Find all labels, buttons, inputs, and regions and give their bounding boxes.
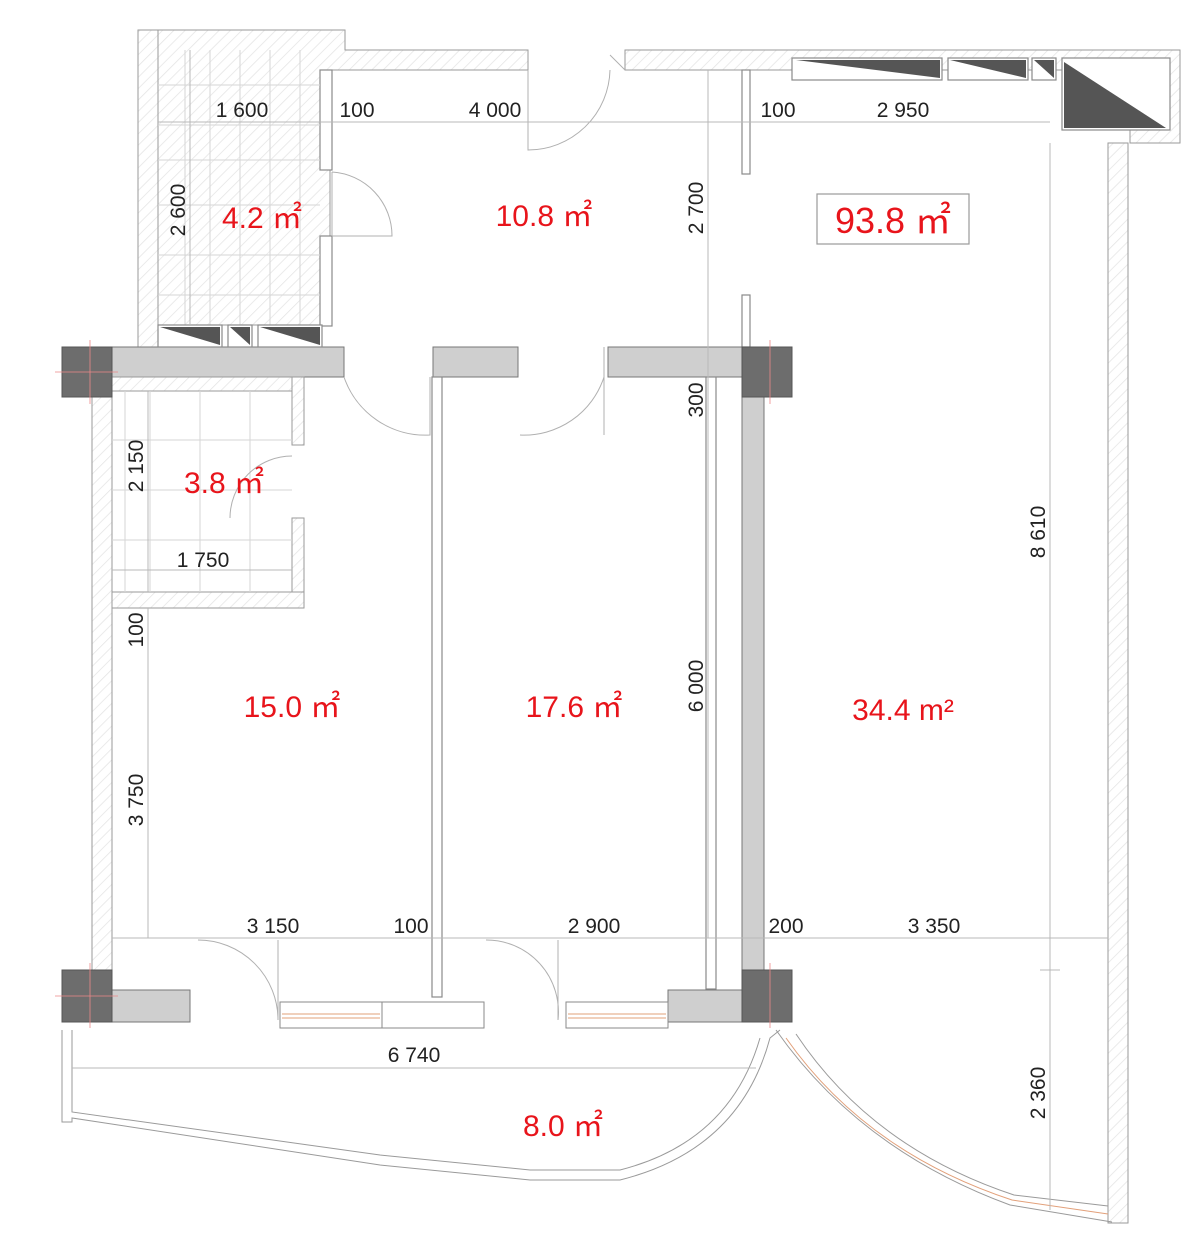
ventilation-shafts xyxy=(157,57,1171,348)
area-bedroom-middle: 17.6 ㎡ xyxy=(526,691,623,724)
dim-bath-height: 2 600 xyxy=(167,184,190,237)
dim-corridor-depth: 300 xyxy=(685,382,708,417)
area-wc: 3.8 ㎡ xyxy=(184,467,264,500)
dim-left-room-height: 3 750 xyxy=(125,774,148,827)
dim-top-right-width: 2 950 xyxy=(877,99,930,122)
dim-balcony-width: 6 740 xyxy=(388,1044,441,1067)
dim-top-bath-width: 1 600 xyxy=(216,99,269,122)
dimension-labels: 1 600 100 4 000 100 2 950 2 600 2 700 2 … xyxy=(125,99,1050,1119)
room-areas: 4.2 ㎡ 10.8 ㎡ 3.8 ㎡ 15.0 ㎡ 17.6 ㎡ 34.4 m²… xyxy=(184,200,954,1143)
dim-wc-width: 1 750 xyxy=(177,549,230,572)
dim-left-wall: 100 xyxy=(125,612,148,647)
dim-bottom-right-width: 3 350 xyxy=(908,915,961,938)
total-area-label: 93.8 ㎡ xyxy=(835,200,951,241)
dim-wc-height: 2 150 xyxy=(125,440,148,493)
area-balcony: 8.0 ㎡ xyxy=(523,1110,603,1143)
dimension-lines xyxy=(112,50,1108,1210)
area-bathroom: 4.2 ㎡ xyxy=(222,202,302,235)
area-hallway: 10.8 ㎡ xyxy=(496,200,593,233)
dim-hall-height: 2 700 xyxy=(685,182,708,235)
doors xyxy=(197,54,626,1021)
area-bedroom-left: 15.0 ㎡ xyxy=(244,691,341,724)
dim-bottom-wall-2: 200 xyxy=(768,915,803,938)
area-living-room: 34.4 m² xyxy=(852,694,954,727)
dim-middle-room-height: 6 000 xyxy=(685,660,708,713)
columns xyxy=(55,340,793,1028)
dim-top-hall-width: 4 000 xyxy=(469,99,522,122)
total-area-box: 93.8 ㎡ xyxy=(816,193,970,245)
dim-bottom-middle-width: 2 900 xyxy=(568,915,621,938)
dim-balcony-right: 2 360 xyxy=(1027,1067,1050,1120)
bathroom-tiles xyxy=(112,50,320,592)
dim-living-height: 8 610 xyxy=(1027,506,1050,559)
windows xyxy=(279,1001,669,1029)
dim-top-wall-2: 100 xyxy=(760,99,795,122)
dim-bottom-left-width: 3 150 xyxy=(247,915,300,938)
balcony-outline xyxy=(61,1029,1113,1223)
dim-top-wall-1: 100 xyxy=(339,99,374,122)
dim-bottom-wall-1: 100 xyxy=(393,915,428,938)
